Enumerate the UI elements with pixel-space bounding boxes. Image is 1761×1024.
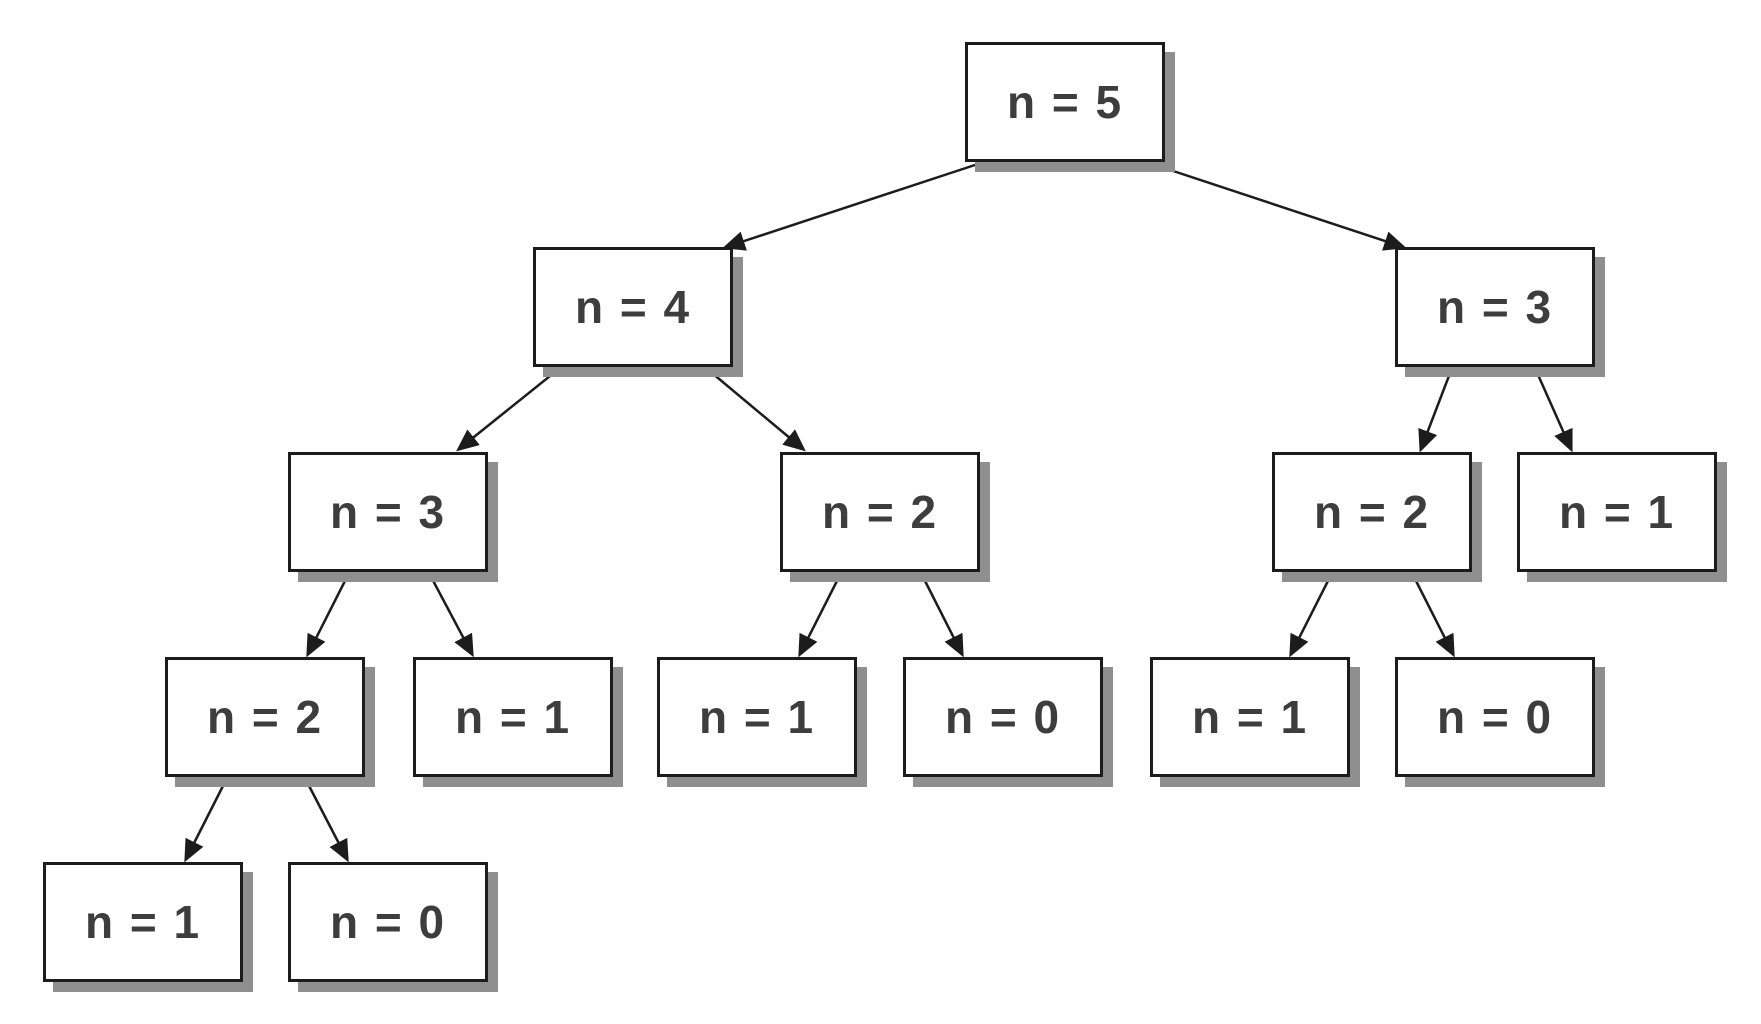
node-label: n = 2 xyxy=(821,486,939,538)
node-label: n = 1 xyxy=(698,691,816,743)
edge-ll-llr xyxy=(427,572,474,658)
edge-rl-rlr xyxy=(1410,572,1455,658)
edge-l-lr xyxy=(705,367,806,452)
tree-node-llll: n = 1 xyxy=(43,862,243,982)
tree-node-r: n = 3 xyxy=(1395,247,1595,367)
tree-node-rl: n = 2 xyxy=(1272,452,1472,572)
node-label: n = 0 xyxy=(1436,691,1554,743)
tree-node-lrl: n = 1 xyxy=(657,657,857,777)
node-label: n = 1 xyxy=(454,691,572,743)
node-label: n = 4 xyxy=(574,281,692,333)
node-label: n = 1 xyxy=(84,896,202,948)
tree-node-l: n = 4 xyxy=(533,247,733,367)
node-label: n = 2 xyxy=(1313,486,1431,538)
edge-ll-lll xyxy=(306,572,351,658)
tree-node-lll: n = 2 xyxy=(165,657,365,777)
edge-r-rr xyxy=(1533,367,1573,453)
node-label: n = 5 xyxy=(1006,76,1124,128)
edge-r-rl xyxy=(1418,367,1454,453)
edge-lr-lrr xyxy=(919,572,964,658)
tree-node-lrr: n = 0 xyxy=(903,657,1103,777)
tree-node-lllr: n = 0 xyxy=(288,862,488,982)
tree-node-rlr: n = 0 xyxy=(1395,657,1595,777)
edge-lll-llll xyxy=(184,779,228,863)
tree-node-llr: n = 1 xyxy=(413,657,613,777)
edge-l-ll xyxy=(456,367,561,452)
edge-rl-rll xyxy=(1289,572,1334,658)
edge-root-l xyxy=(722,162,979,251)
tree-node-lr: n = 2 xyxy=(780,452,980,572)
node-label: n = 0 xyxy=(329,896,447,948)
tree-node-ll: n = 3 xyxy=(288,452,488,572)
node-label: n = 1 xyxy=(1191,691,1309,743)
tree-node-rll: n = 1 xyxy=(1150,657,1350,777)
node-label: n = 0 xyxy=(944,691,1062,743)
node-label: n = 3 xyxy=(329,486,447,538)
edge-lr-lrl xyxy=(798,572,843,658)
tree-node-root: n = 5 xyxy=(965,42,1165,162)
tree-node-rr: n = 1 xyxy=(1517,452,1717,572)
edge-root-r xyxy=(1151,162,1407,251)
node-label: n = 1 xyxy=(1558,486,1676,538)
node-label: n = 2 xyxy=(206,691,324,743)
node-label: n = 3 xyxy=(1436,281,1554,333)
edge-lll-lllr xyxy=(304,779,349,863)
